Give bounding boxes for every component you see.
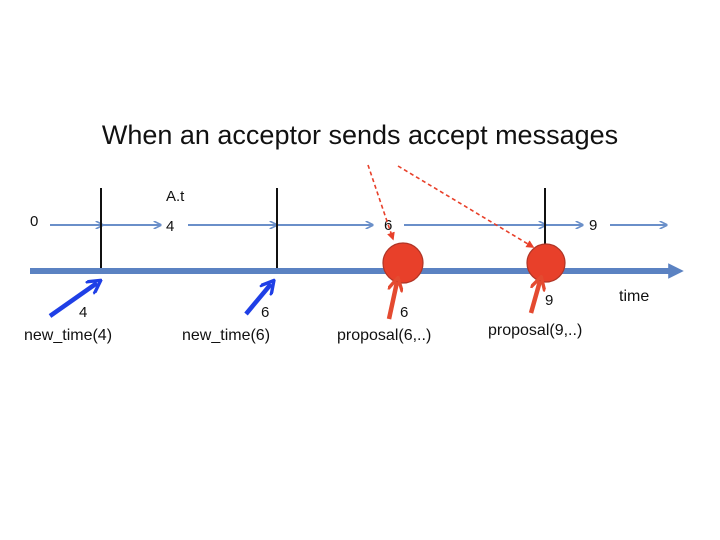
state-value-4: 4 — [166, 218, 174, 235]
event-value-proposal-9: 9 — [545, 292, 553, 309]
event-value-new-time-6: 6 — [261, 304, 269, 321]
event-value-proposal-6: 6 — [400, 304, 408, 321]
accept-message-dashed-arrow-1 — [367, 164, 395, 241]
slide-title: When an acceptor sends accept messages — [102, 120, 618, 150]
accept-message-dashed-arrow-2 — [397, 165, 535, 248]
event-label-new-time-4: new_time(4) — [24, 327, 112, 344]
state-value-0: 0 — [30, 213, 38, 230]
event-label-new-time-6: new_time(6) — [182, 327, 270, 344]
event-label-proposal-6: proposal(6,..) — [337, 327, 431, 344]
accept-node-proposal-9 — [526, 243, 566, 283]
new-time-arrow-6 — [244, 284, 271, 316]
state-value-9: 9 — [589, 217, 597, 234]
proposal-arrow-9 — [528, 281, 540, 314]
new-time-arrow-4 — [48, 283, 97, 318]
state-label-a-t: A.t — [166, 188, 185, 205]
time-axis-label: time — [619, 288, 649, 305]
event-label-proposal-9: proposal(9,..) — [488, 322, 582, 339]
proposal-arrow-6 — [386, 282, 397, 320]
accept-node-proposal-6 — [382, 242, 424, 284]
event-value-new-time-4: 4 — [79, 304, 87, 321]
